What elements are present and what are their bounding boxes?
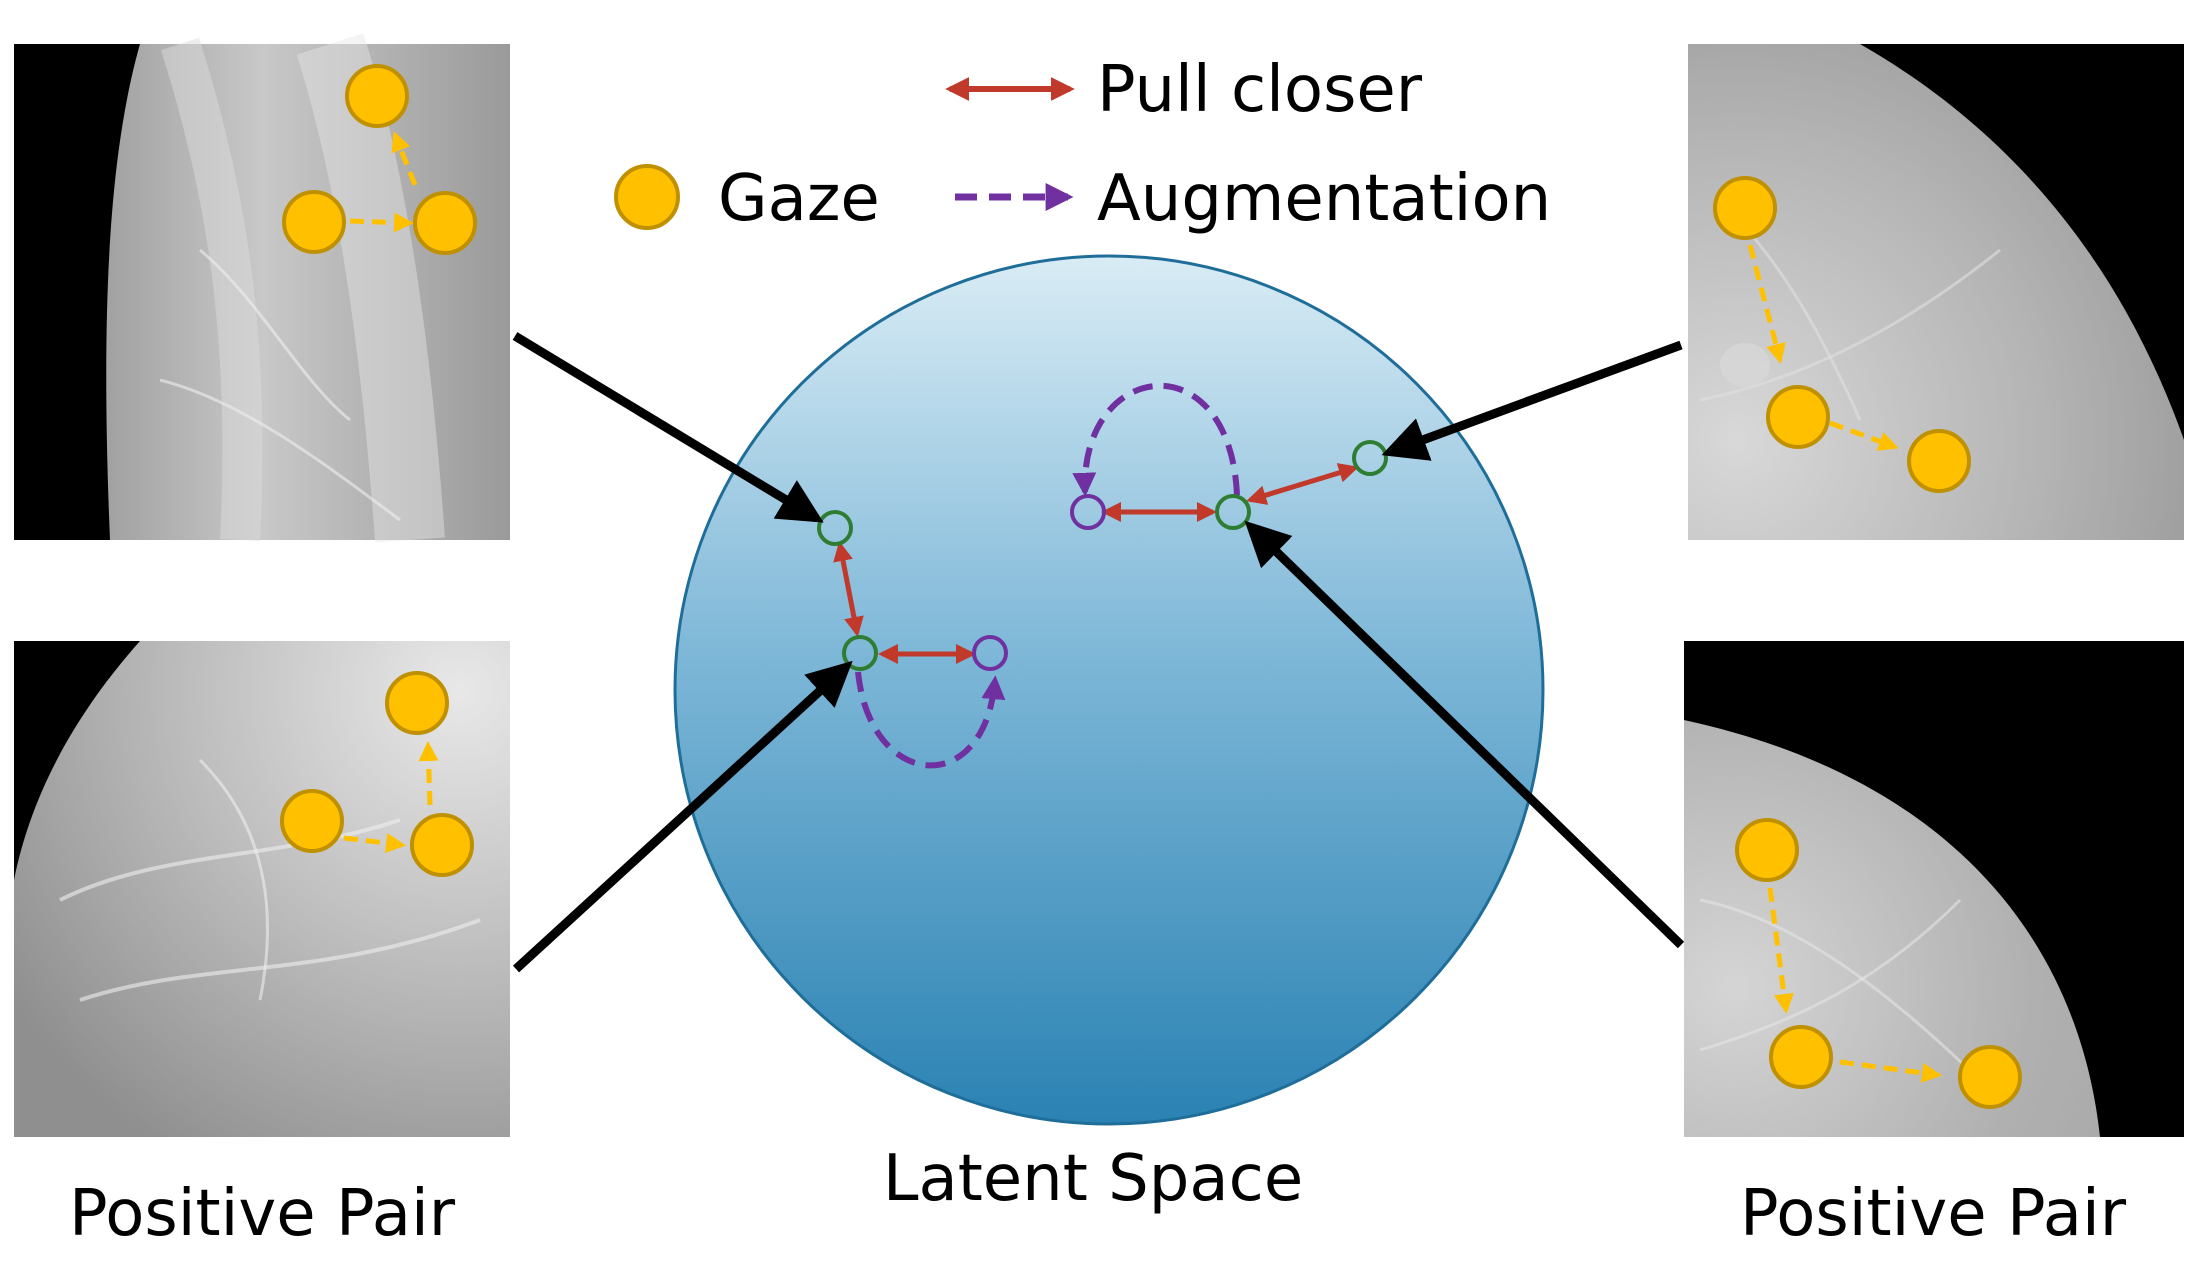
gaze-arrow — [343, 833, 406, 854]
gaze-point — [1958, 1045, 2022, 1109]
augmented-embedding-point — [972, 635, 1008, 671]
gaze-pattern-top-left — [282, 64, 477, 255]
gaze-arrow — [1839, 1059, 1942, 1083]
embedding-point — [1215, 494, 1251, 530]
pull-closer-legend-label: Pull closer — [1097, 53, 1423, 127]
augmentation-arrow — [855, 671, 1006, 769]
gaze-arrow — [1829, 420, 1899, 451]
gaze-point — [280, 789, 344, 853]
gaze-arrow — [1747, 244, 1786, 364]
mapping-arrow — [1381, 340, 1683, 461]
pull-closer-arrow — [1246, 463, 1359, 505]
gaze-point — [282, 190, 346, 254]
gaze-pattern-bottom-right — [1735, 818, 2022, 1109]
right-positive-pair-label: Positive Pair — [1740, 1177, 2127, 1251]
mammogram-top-left — [14, 33, 510, 543]
gaze-arrow — [418, 741, 439, 806]
mammogram-bottom-right — [1684, 641, 2184, 1137]
mapping-arrows — [512, 332, 1685, 973]
gaze-point — [410, 813, 474, 877]
gaze-pattern-bottom-left — [280, 671, 474, 877]
gaze-point — [1766, 385, 1830, 449]
embedding-point — [842, 635, 878, 671]
embedding-point — [817, 510, 853, 546]
mapping-arrow — [512, 332, 824, 523]
left-positive-pair-label: Positive Pair — [69, 1177, 456, 1251]
gaze-point — [345, 64, 409, 128]
gaze-point — [385, 671, 449, 735]
latent-space-label: Latent Space — [883, 1142, 1303, 1216]
mapping-arrow — [1244, 520, 1685, 949]
gaze-pattern-top-right — [1713, 176, 1971, 493]
gaze-point — [1735, 818, 1799, 882]
embeddings-right-pair — [1070, 382, 1388, 530]
augmentation-legend-label: Augmentation — [1097, 162, 1551, 236]
mapping-arrow — [512, 660, 853, 973]
embeddings-left-pair — [817, 510, 1008, 769]
gaze-point — [413, 191, 477, 255]
gaze-legend-icon — [614, 164, 680, 230]
legend: Pull closer Gaze Augmentation — [614, 53, 1551, 236]
gaze-point — [1713, 176, 1777, 240]
pull-closer-arrow — [833, 541, 864, 637]
gaze-arrow — [391, 131, 418, 186]
gaze-arrow — [349, 212, 414, 233]
gaze-point — [1769, 1025, 1833, 1089]
augmented-embedding-point — [1070, 494, 1106, 530]
gaze-legend-label: Gaze — [718, 162, 880, 236]
gaze-point — [1907, 429, 1971, 493]
